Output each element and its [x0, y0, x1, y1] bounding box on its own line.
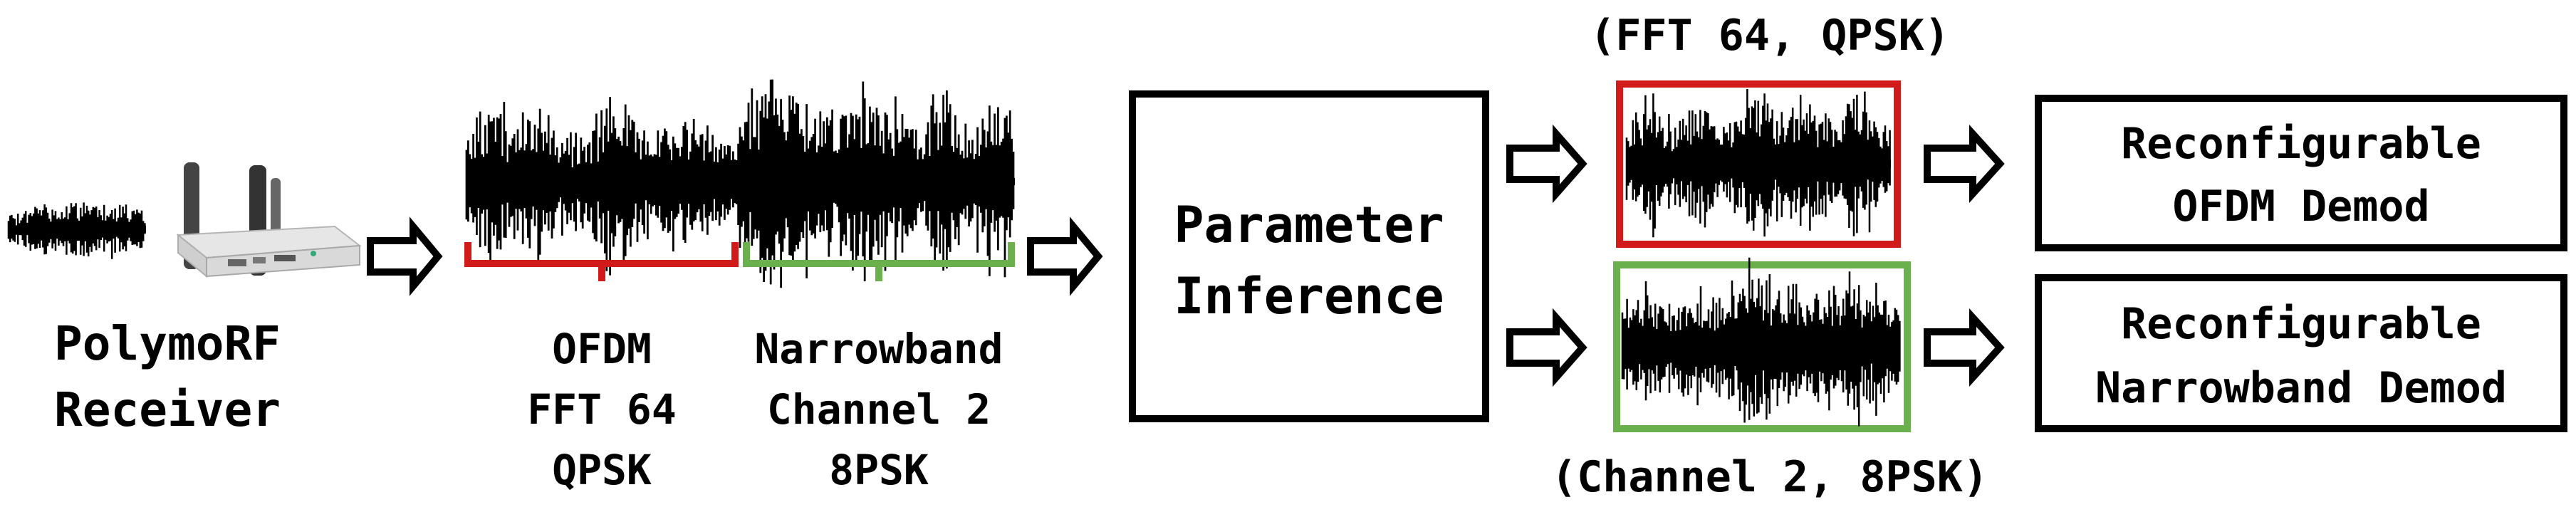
ofdm-label-line1: OFDM	[552, 325, 652, 373]
narrowband-label-line1: Narrowband	[754, 325, 1003, 373]
arrow-icon	[1924, 125, 2005, 203]
arrow-icon	[367, 216, 443, 296]
top-output-parameters: (FFT 64, QPSK)	[1590, 11, 1950, 61]
ofdm-label-line2: FFT 64	[527, 385, 677, 434]
arrow-icon	[1506, 308, 1587, 387]
receiver-label-line2: Receiver	[54, 382, 281, 437]
arrow-icon	[1506, 124, 1587, 204]
narrowband-demod-line2: Narrowband Demod	[2095, 363, 2507, 413]
ofdm-segment-brace	[464, 242, 739, 281]
ofdm-demod-line1: Reconfigurable	[2121, 119, 2481, 169]
narrowband-label-line3: 8PSK	[829, 446, 929, 494]
arrow-icon	[1027, 216, 1103, 296]
ofdm-demod-line2: OFDM Demod	[2172, 182, 2429, 231]
received-signal-waveform-icon	[465, 79, 1015, 288]
parameter-inference-box	[1129, 90, 1489, 422]
narrowband-demod-box	[2035, 274, 2567, 432]
narrowband-segment-brace	[743, 242, 1015, 281]
router-icon	[176, 162, 362, 278]
arrow-icon	[1924, 308, 2005, 387]
ofdm-waveform-icon	[1625, 89, 1891, 238]
inference-label-line2: Inference	[1174, 267, 1444, 325]
narrowband-demod-line1: Reconfigurable	[2121, 299, 2481, 349]
bottom-output-parameters: (Channel 2, 8PSK)	[1551, 452, 1988, 502]
narrowband-waveform-icon	[1621, 257, 1901, 427]
narrowband-label-line2: Channel 2	[767, 385, 991, 434]
input-waveform-icon	[7, 202, 146, 259]
ofdm-label-line3: QPSK	[552, 446, 652, 494]
inference-label-line1: Parameter	[1174, 196, 1444, 254]
receiver-label-line1: PolymoRF	[54, 316, 281, 371]
ofdm-demod-box	[2035, 95, 2567, 251]
